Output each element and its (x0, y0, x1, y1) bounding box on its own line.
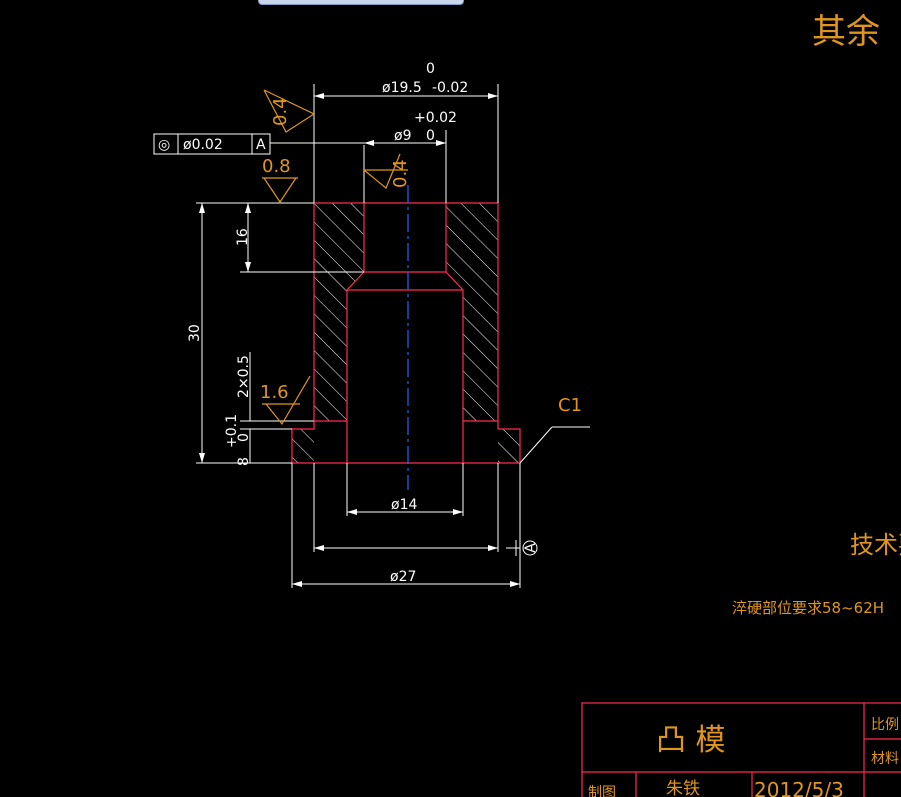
section-hatching (292, 203, 520, 463)
datum-label: A (523, 543, 539, 553)
dim-outer-lower-tol: -0.02 (432, 80, 468, 96)
dim-bore-upper-tol: +0.02 (414, 110, 457, 126)
drawn-by-name: 朱铁 (666, 779, 700, 797)
dim-chamfer-2x: 2×0.5 (236, 355, 252, 398)
dim-outer-upper-tol: 0 (426, 61, 435, 77)
window-tab[interactable] (258, 0, 464, 5)
dim-flange-tol-lower: 0 (236, 433, 252, 442)
dim-outer-diameter: ø19.5 (382, 80, 422, 96)
roughness-symbols (262, 89, 408, 426)
material-label: 材料 (871, 751, 899, 767)
dim-16: 16 (235, 228, 251, 246)
part-outline (291, 202, 521, 464)
dim-30: 30 (187, 324, 203, 342)
roughness-bore: 0.4 (390, 159, 411, 188)
chamfer-c1: C1 (558, 395, 582, 416)
drawn-by-label: 制图 (588, 785, 616, 797)
roughness-top: 0.4 (270, 97, 291, 126)
datum-reference: A (256, 137, 266, 153)
roughness-face: 0.8 (262, 156, 291, 177)
dim-flange-tol-upper: +0.1 (224, 414, 240, 448)
dimension-lines (153, 84, 590, 588)
drawing-date: 2012/5/3 (754, 778, 844, 797)
dim-bore-diameter: ø9 (394, 128, 411, 144)
title-block-frame (581, 702, 901, 797)
part-name: 凸 模 (656, 723, 726, 758)
dimension-arrows (199, 93, 520, 587)
dim-8: 8 (236, 457, 252, 466)
corner-note: 其余 (812, 12, 880, 52)
concentricity-symbol: ◎ (158, 137, 170, 153)
dim-bore-bottom: ø14 (391, 497, 417, 513)
scale-label: 比例 (871, 717, 899, 733)
roughness-flange: 1.6 (260, 382, 289, 403)
tech-requirements-title: 技术要 (850, 531, 901, 559)
tolerance-value: ø0.02 (183, 137, 223, 153)
dim-base-diameter: ø27 (390, 569, 416, 585)
tech-requirements-text: 淬硬部位要求58~62H (732, 599, 884, 617)
dim-bore-lower-tol: 0 (426, 128, 435, 144)
